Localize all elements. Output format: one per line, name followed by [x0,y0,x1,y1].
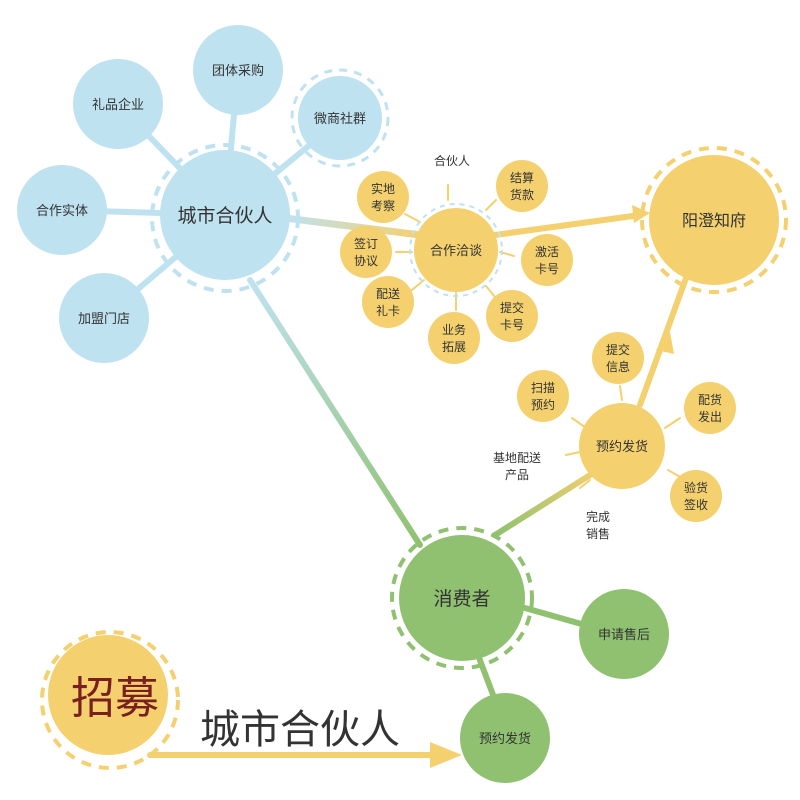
arrowhead-yangcheng [632,205,650,223]
negotiation-node [414,208,498,292]
settle-label-2: 货款 [510,187,534,202]
negotiation-cluster: 合作洽谈 合伙人 实地 考察 结算 货款 签订 协议 激活 卡号 配送 礼卡 提… [340,153,573,364]
yangcheng-node [649,155,779,285]
settle-label-1: 结算 [510,170,534,185]
expand-label-2: 拓展 [442,340,466,354]
book-ship-node [460,693,550,783]
group-label: 团体采购 [212,63,264,79]
gift-label: 礼品企业 [92,97,144,113]
wechat-node [298,76,382,160]
accept-node [670,470,722,522]
entity-node [17,165,107,255]
settle-node [496,160,548,212]
negotiation-dashed-ring [409,203,503,297]
wechat-label: 微商社群 [314,111,366,127]
sign-node [340,226,392,278]
consumer-node [399,535,525,661]
arrowhead-presale [656,332,674,354]
ship-label-1: 配货 [698,392,722,407]
recruit-group: 招募 城市合伙人 [40,630,400,770]
complete-label-2: 销售 [586,526,610,541]
link-city-negotiation [281,214,424,239]
activate-node [521,234,573,286]
submit-card-label-2: 卡号 [500,318,524,332]
link-negotiation-yangcheng [492,212,643,238]
complete-label-1: 完成 [586,509,610,524]
gift-node [73,59,163,149]
city-partner-node [160,150,290,280]
survey-label-1: 实地 [371,181,395,196]
ship-label-2: 发出 [698,409,722,424]
scan-node [517,370,569,422]
recruit-arrowhead [430,742,462,768]
link-consumer-presale [492,467,601,538]
group-node [193,25,283,115]
presale-node [579,403,665,489]
link-city-consumer [247,277,423,548]
scan-label-1: 扫描 [531,381,555,395]
presale-label: 预约发货 [596,439,648,455]
blue-cluster: 城市合伙人 礼品企业 团体采购 微商社群 合作实体 加盟门店 [17,25,390,363]
accept-label-1: 验货 [684,480,708,495]
base-delivery-label-2: 产品 [505,468,529,482]
book-ship-label: 预约发货 [479,731,531,747]
sign-label-2: 协议 [354,253,378,268]
recruit-badge-text: 招募 [71,673,159,724]
scan-label-2: 预约 [531,397,555,412]
consumer-dashed-ring [390,526,534,670]
giftcard-node [362,276,414,328]
sign-label-1: 签订 [354,236,378,251]
negotiation-label: 合作洽谈 [430,244,482,259]
expand-node [428,312,480,364]
survey-node [357,171,409,223]
submit-info-label-2: 信息 [606,359,630,374]
base-delivery-label-1: 基地配送 [493,450,541,465]
franchise-label: 加盟门店 [78,312,130,327]
submit-card-label-1: 提交 [500,300,524,315]
expand-label-1: 业务 [442,322,466,337]
consumer-label: 消费者 [433,588,490,610]
submit-card-node [486,290,538,342]
presale-cluster: 预约发货 提交 信息 扫描 预约 配货 发出 验货 签收 基地配送 产品 完成 … [493,332,736,541]
franchise-node [59,273,149,363]
city-partner-dashed-ring [150,143,300,293]
yangcheng-group: 阳澄知府 [640,146,788,294]
yangcheng-dashed-ring [640,146,788,294]
after-sale-node [579,589,669,679]
accept-label-2: 签收 [684,497,708,512]
wechat-dashed-ring [290,68,390,168]
recruit-badge [48,635,168,755]
recruit-dashed-ring [40,630,180,770]
giftcard-label-2: 礼卡 [376,303,400,318]
recruit-title: 城市合伙人 [200,707,400,753]
city-partner-label: 城市合伙人 [177,205,272,227]
submit-info-label-1: 提交 [606,342,630,357]
link-consumer-bookship [475,652,498,703]
partner-top-label: 合伙人 [434,153,470,168]
ship-node [684,382,736,434]
survey-label-2: 考察 [371,199,395,213]
after-sale-label: 申请售后 [598,627,650,643]
link-consumer-aftersale [522,605,588,628]
submit-info-node [592,332,644,384]
yangcheng-label: 阳澄知府 [682,211,746,230]
consumer-cluster: 消费者 申请售后 预约发货 [390,526,669,783]
giftcard-label-1: 配送 [376,286,400,301]
entity-label: 合作实体 [36,204,88,219]
activate-label-2: 卡号 [535,262,559,276]
activate-label-1: 激活 [535,245,559,259]
